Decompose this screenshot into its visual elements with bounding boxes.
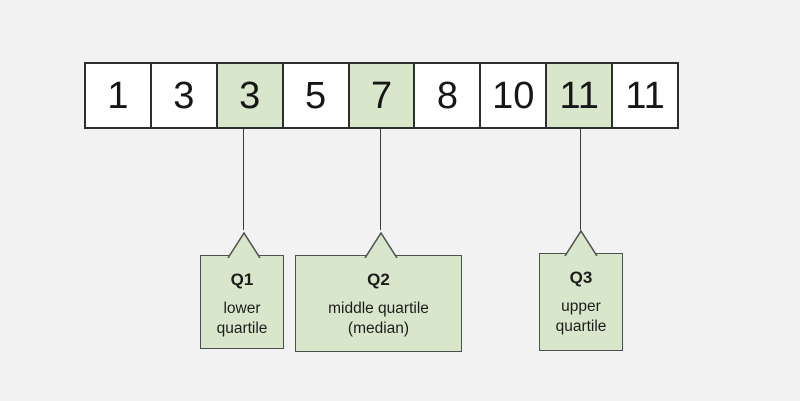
callout-pointer-icon [364, 231, 398, 258]
callout-q3: Q3 upper quartile [539, 229, 623, 351]
callout-heading: Q1 [230, 270, 254, 289]
number-cell: 8 [413, 64, 480, 127]
callout-pointer-icon [227, 231, 261, 258]
callout-text-line: middle quartile [328, 300, 429, 317]
number-cell: 1 [86, 64, 150, 127]
number-cell: 5 [281, 64, 348, 127]
number-cell: 10 [479, 64, 546, 127]
number-cell-q3: 11 [545, 64, 612, 127]
callout-q1: Q1 lower quartile [200, 231, 284, 349]
callout-text-line: (median) [347, 320, 410, 337]
callout-heading: Q3 [569, 268, 593, 287]
number-cell-q1: 3 [215, 64, 282, 127]
number-cell: 3 [149, 64, 216, 127]
connector-line-q1 [243, 129, 244, 230]
callout-text-line: quartile [555, 318, 607, 335]
connector-line-q2 [380, 129, 381, 230]
number-cell: 11 [611, 64, 678, 127]
callout-text-line: lower [223, 300, 261, 317]
callout-q2: Q2 middle quartile (median) [295, 231, 462, 352]
number-cell-q2: 7 [347, 64, 414, 127]
callout-text-line: quartile [216, 320, 268, 337]
callout-text-line: upper [561, 298, 601, 315]
connector-line-q3 [580, 129, 581, 230]
callout-heading: Q2 [367, 270, 390, 289]
sorted-data-strip: 1 3 3 5 7 8 10 11 11 [84, 62, 679, 129]
callout-pointer-icon [564, 229, 598, 256]
